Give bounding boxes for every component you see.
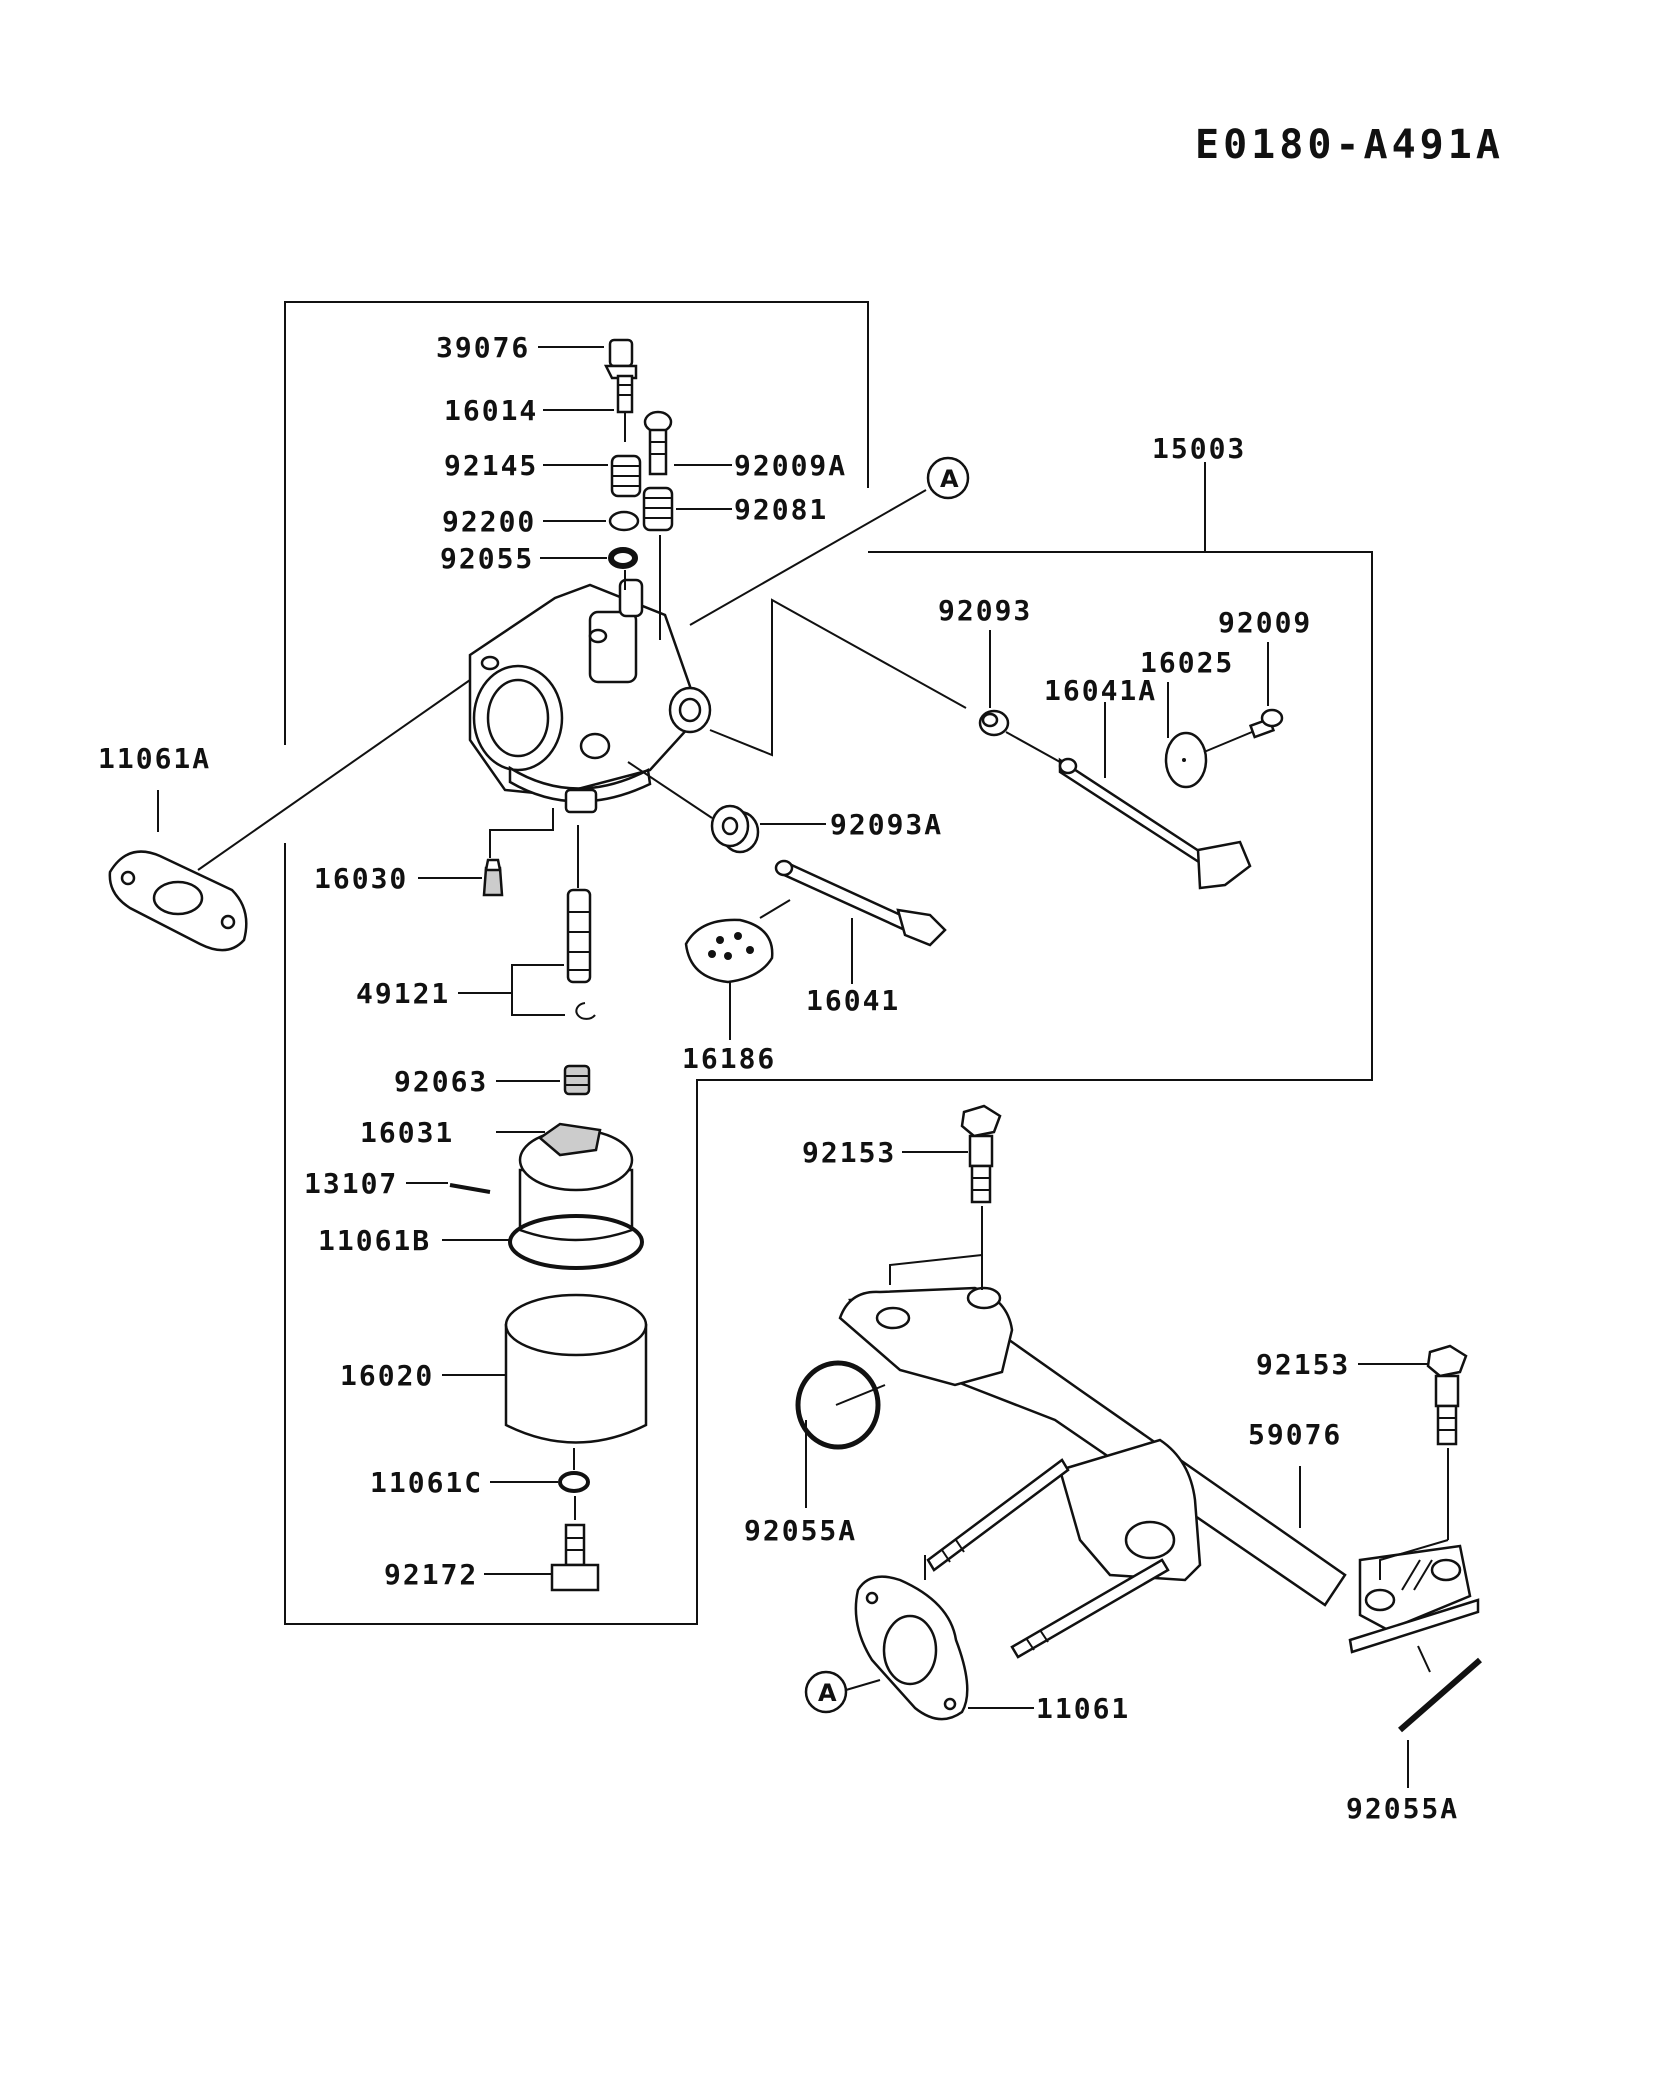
part-16041A-shaft-icon: [1058, 757, 1252, 890]
part-16186-plate-icon: [684, 918, 774, 984]
label-16025: 16025: [1140, 646, 1234, 679]
callout-a-top: A: [926, 456, 970, 500]
label-16030: 16030: [314, 862, 408, 895]
label-16041A: 16041A: [1044, 674, 1157, 707]
part-92145-icon: [610, 454, 642, 498]
label-59076: 59076: [1248, 1418, 1342, 1451]
label-92009: 92009: [1218, 606, 1312, 639]
label-92153-top: 92153: [802, 1136, 896, 1169]
callout-a-bottom: A: [804, 1670, 848, 1714]
label-16041: 16041: [806, 984, 900, 1017]
label-11061: 11061: [1036, 1692, 1130, 1725]
label-11061A: 11061A: [98, 742, 211, 775]
part-59076-manifold-icon: [838, 1286, 1480, 1654]
label-92063: 92063: [394, 1065, 488, 1098]
part-92063-icon: [563, 1064, 591, 1096]
label-92055A-oring: 92055A: [744, 1514, 857, 1547]
manifold-stud-icon: [926, 1458, 1170, 1659]
part-92055A-oring-icon: [795, 1360, 881, 1450]
label-15003: 15003: [1152, 432, 1246, 465]
label-11061B: 11061B: [318, 1224, 431, 1257]
label-16031: 16031: [360, 1116, 454, 1149]
part-labels: 39076 16014 92145 92009A 92200 92081 920…: [98, 331, 1459, 1825]
label-92055: 92055: [440, 542, 534, 575]
carburetor-assembly-frame: [284, 301, 1373, 1625]
part-92009A-icon: [643, 410, 673, 476]
part-92153-bolt-b-icon: [1426, 1344, 1468, 1446]
label-16186: 16186: [682, 1042, 776, 1075]
label-92009A: 92009A: [734, 449, 847, 482]
label-92153-right: 92153: [1256, 1348, 1350, 1381]
part-11061A-gasket-icon: [108, 850, 248, 952]
part-16020-bowl-icon: [504, 1293, 648, 1444]
part-11061-gasket-icon: [854, 1575, 969, 1721]
part-16014-icon: [616, 374, 634, 442]
part-16041-shaft-icon: [774, 859, 947, 947]
part-92081-icon: [642, 486, 674, 532]
label-92145: 92145: [444, 449, 538, 482]
part-92093A-icon: [710, 804, 760, 854]
carburetor-body-icon: [468, 578, 712, 814]
label-11061C: 11061C: [370, 1466, 483, 1499]
part-16031-float-icon: [518, 1122, 634, 1242]
part-92055A-strip-icon: [1398, 1657, 1482, 1733]
label-13107: 13107: [304, 1167, 398, 1200]
label-16014: 16014: [444, 394, 538, 427]
label-49121: 49121: [356, 977, 450, 1010]
part-13107-pin-icon: [449, 1183, 491, 1194]
label-92081: 92081: [734, 493, 828, 526]
label-16020: 16020: [340, 1359, 434, 1392]
leader-lines: [157, 346, 1449, 1788]
part-11061C-icon: [558, 1471, 590, 1493]
part-92093-icon: [978, 709, 1010, 737]
svg-text:A: A: [940, 465, 959, 493]
label-92172: 92172: [384, 1558, 478, 1591]
svg-text:A: A: [818, 1679, 837, 1707]
label-92093A: 92093A: [830, 808, 943, 841]
label-92093: 92093: [938, 594, 1032, 627]
part-92153-bolt-icon: [960, 1104, 1002, 1204]
part-92172-bolt-icon: [550, 1523, 600, 1592]
part-39076-icon: [603, 338, 638, 380]
part-16025-plate-icon: [1164, 731, 1208, 789]
part-92009-screw-icon: [1248, 708, 1284, 739]
part-92200-icon: [608, 510, 640, 532]
part-16030-icon: [482, 858, 504, 897]
part-92055-icon: [608, 547, 638, 569]
diagram-code: E0180-A491A: [1195, 122, 1504, 168]
label-92200: 92200: [442, 505, 536, 538]
part-49121-icon: [566, 888, 596, 1020]
label-39076: 39076: [436, 331, 530, 364]
label-92055A-strip: 92055A: [1346, 1792, 1459, 1825]
part-11061B-icon: [508, 1214, 644, 1270]
